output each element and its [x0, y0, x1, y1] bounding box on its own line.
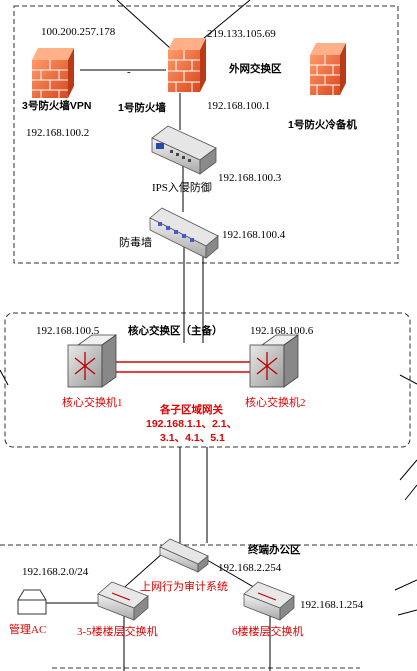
terminal-office-zone-title: 终端办公区 — [248, 544, 301, 556]
outer-exchange-zone-title: 外网交换区 — [229, 63, 282, 75]
ip-floor-gateway-1: 192.168.1.254 — [300, 599, 364, 611]
floor-switch-3-5-label: 3-5楼楼层交换机 — [77, 626, 158, 638]
ip-antivirus: 192.168.100.4 — [222, 229, 286, 241]
audit-system-icon — [159, 538, 209, 573]
gateway-title: 各子区域网关 — [160, 404, 223, 416]
firewall-1-icon — [168, 38, 206, 92]
core-switch-2-icon — [249, 334, 300, 388]
floor-switch-6-icon — [243, 581, 295, 621]
floor-switch-6-label: 6楼楼层交换机 — [232, 626, 304, 638]
ip-core2: 192.168.100.6 — [250, 325, 314, 337]
ip-ips: 192.168.100.3 — [218, 172, 282, 184]
antivirus-label: 防毒墙 — [119, 237, 152, 249]
firewall-3-vpn-label: 3号防火墙VPN — [22, 100, 92, 112]
ip-vpn-inside: 192.168.100.2 — [26, 127, 90, 139]
ip-vpn-public: 100.200.257.178 — [41, 26, 116, 38]
ips-device-icon — [151, 125, 217, 175]
ip-firewall1-public: 219.133.105.69 — [207, 28, 276, 40]
firewall-3-vpn-icon — [32, 48, 74, 98]
core-switch-1-icon — [67, 334, 118, 388]
firewall-1-label: 1号防火墙 — [118, 102, 166, 114]
gateway-ips-line1: 192.168.1.1、2.1、 — [146, 418, 238, 430]
core-switch-1-label: 核心交换机1 — [62, 397, 123, 409]
firewall-1-standby-label: 1号防火冷备机 — [288, 119, 357, 131]
core-zone-title: 核心交换区（主备） — [128, 325, 223, 337]
management-ac-icon — [17, 589, 47, 615]
ip-firewall1-inside: 192.168.100.1 — [207, 100, 271, 112]
outer-exchange-zone-frame — [13, 5, 399, 264]
ip-mgmt-subnet: 192.168.2.0/24 — [22, 566, 89, 578]
ips-label: IPS入侵防御 — [152, 182, 212, 194]
antivirus-wall-icon — [149, 207, 219, 259]
gateway-ips-line2: 3.1、4.1、5.1 — [160, 432, 225, 444]
audit-system-label: 上网行为审计系统 — [140, 581, 228, 593]
firewall-1-standby-icon — [310, 43, 346, 95]
floor-switch-3-5-icon — [97, 581, 149, 621]
ip-floor-gateway-2: 192.168.2.254 — [218, 562, 282, 574]
management-ac-label: 管理AC — [9, 624, 47, 636]
core-switch-2-label: 核心交换机2 — [245, 397, 306, 409]
link-dash-label: - — [127, 66, 131, 78]
ip-core1: 192.168.100.5 — [36, 325, 100, 337]
